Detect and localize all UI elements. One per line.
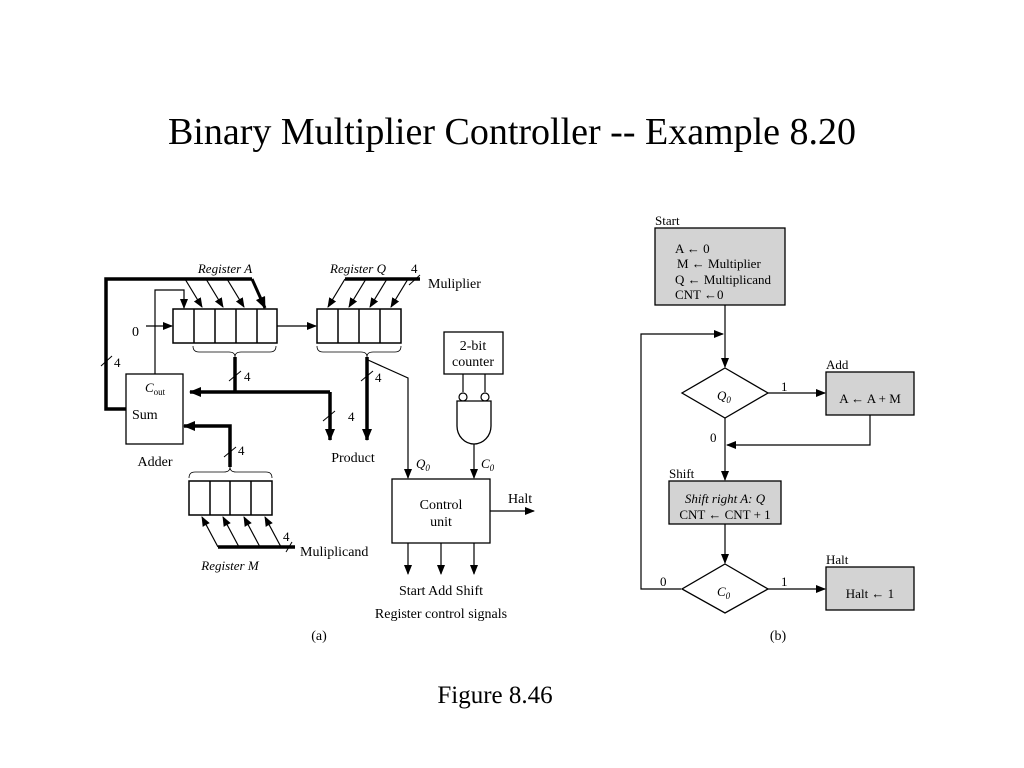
branch-no-label: 0 — [660, 574, 667, 589]
halt-op: Halt ← 1 — [846, 586, 894, 601]
two-bit-counter: 2-bit counter — [443, 331, 504, 375]
figure-caption: Figure 8.46 — [437, 682, 553, 709]
register-m-brace — [188, 466, 273, 479]
branch-no-label: 0 — [710, 430, 717, 445]
branch-yes-label: 1 — [781, 574, 788, 589]
bus-width-label: 4 — [238, 443, 245, 458]
register-m: Register M — [188, 480, 273, 573]
counter-label-line2: counter — [452, 355, 494, 370]
part-a-label: (a) — [311, 629, 327, 644]
register-a-brace — [192, 345, 277, 358]
add-op: A ← A + M — [839, 391, 901, 406]
bus-width-label: 4 — [114, 355, 121, 370]
bus-width-label: 4 — [244, 369, 251, 384]
loop-back-arrow — [640, 330, 724, 590]
adder: Cout Sum Adder — [125, 373, 184, 470]
and-gate — [456, 392, 492, 445]
branch-yes-label: 1 — [781, 379, 788, 394]
control-signals-label: Start Add Shift — [399, 584, 483, 599]
zero-input-label: 0 — [132, 325, 139, 340]
product-label: Product — [331, 451, 375, 466]
multiplier-input-label: Muliplier — [428, 277, 481, 292]
multiplicand-input-label: Muliplicand — [300, 545, 368, 560]
start-op: CNT ←0 — [675, 287, 724, 302]
c0-signal-label: C0 — [481, 456, 495, 473]
register-m-label: Register M — [200, 558, 260, 573]
start-state-title: Start — [655, 213, 680, 228]
halt-output-label: Halt — [508, 492, 532, 507]
slide-title: Binary Multiplier Controller -- Example … — [167, 111, 857, 153]
control-unit-label-line2: unit — [430, 515, 452, 530]
bus-width-label: 4 — [283, 529, 290, 544]
register-control-signals-caption: Register control signals — [375, 607, 507, 622]
counter-label-line1: 2-bit — [460, 339, 487, 354]
decision-c0: C0 — [680, 563, 770, 614]
adder-label: Adder — [138, 455, 173, 470]
halt-state-title: Halt — [826, 552, 849, 567]
adder-sum-label: Sum — [132, 408, 158, 423]
start-op: Q ← Multiplicand — [675, 272, 772, 287]
bus-width-label: 4 — [411, 261, 418, 276]
register-q-brace — [316, 345, 402, 358]
part-b-label: (b) — [770, 629, 787, 644]
shift-state-title: Shift — [669, 466, 695, 481]
adder-cout-label: Cout — [145, 380, 166, 397]
control-unit: Control unit — [391, 478, 491, 544]
start-state-box: A ← 0 M ← Multiplier Q ← Multiplicand CN… — [654, 227, 786, 306]
register-a: Register A — [172, 261, 278, 344]
register-a-label: Register A — [197, 261, 252, 276]
register-q-label: Register Q — [329, 261, 387, 276]
decision-q0-label: Q0 — [717, 388, 731, 405]
control-unit-label-line1: Control — [420, 498, 463, 513]
halt-state-box: Halt ← 1 — [825, 566, 915, 611]
bus-width-label: 4 — [375, 370, 382, 385]
shift-state-box: Shift right A: Q CNT ← CNT + 1 — [668, 480, 782, 525]
bus-width-label: 4 — [348, 409, 355, 424]
start-op: M ← Multiplier — [677, 256, 761, 271]
start-op: A ← 0 — [675, 241, 710, 256]
add-state-box: A ← A + M — [825, 371, 915, 416]
decision-q0: Q0 — [680, 367, 770, 419]
inverter-bubble — [458, 392, 468, 402]
shift-counter-op: CNT ← CNT + 1 — [679, 507, 770, 522]
block-diagram: Register A Register Q Register M 4 4 — [100, 261, 535, 644]
shift-op: Shift right A: Q — [685, 491, 766, 506]
decision-c0-label: C0 — [717, 584, 731, 601]
add-state-title: Add — [826, 357, 849, 372]
inverter-bubble — [480, 392, 490, 402]
asm-chart: Start A ← 0 M ← Multiplier Q ← Multiplic… — [640, 213, 915, 644]
q0-signal-label: Q0 — [416, 456, 430, 473]
register-q: Register Q — [316, 261, 402, 344]
